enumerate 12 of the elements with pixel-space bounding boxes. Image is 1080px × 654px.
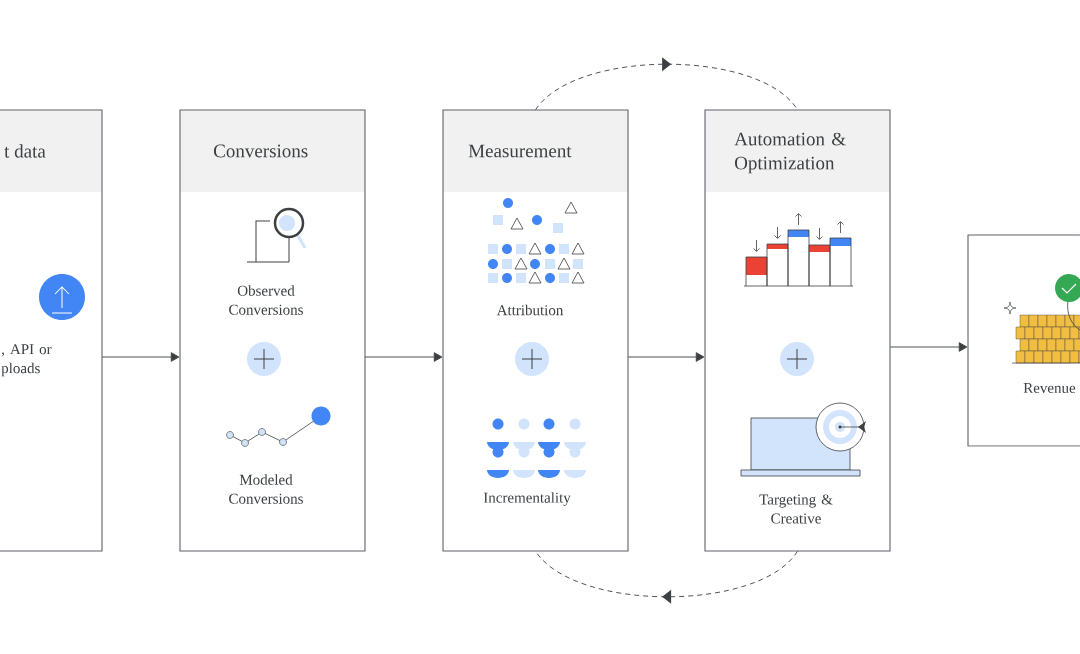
process-box: Measurement Attribution Incrementality [442, 109, 629, 552]
process-box: Conversions Observed Conversions Modeled Conversions [179, 109, 366, 552]
node-label: , API or ploads [1, 344, 52, 377]
process-box: t data , API or ploads [0, 109, 103, 552]
process-box: Revenue [967, 234, 1080, 447]
arrow [627, 352, 705, 362]
process-box: Automation & Optimization Targeting & Creative [704, 109, 891, 552]
arrow [364, 352, 443, 362]
arrow [101, 352, 180, 362]
arrow [535, 550, 798, 604]
arrow [889, 342, 968, 352]
arrow [535, 57, 798, 111]
